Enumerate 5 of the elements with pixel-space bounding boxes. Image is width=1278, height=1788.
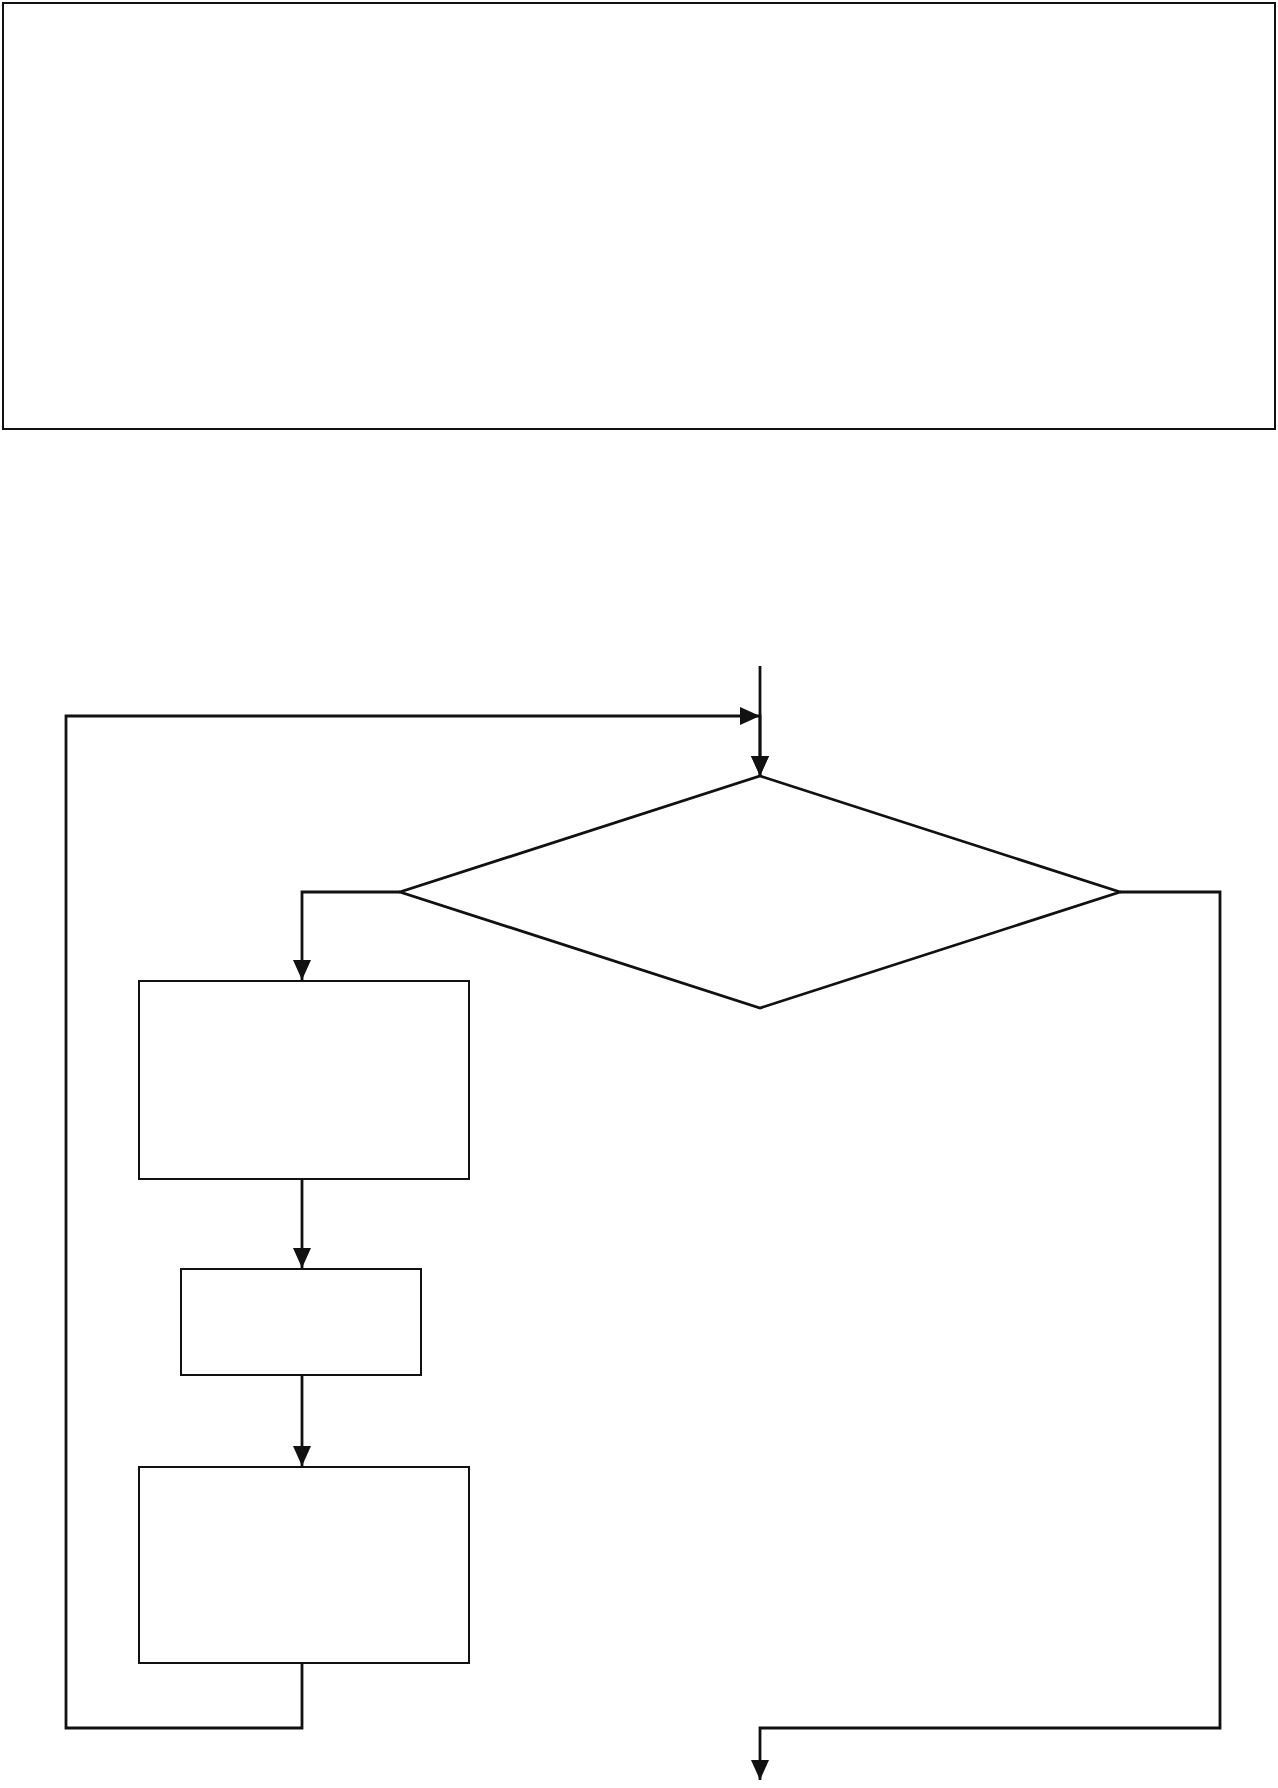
process-box: [138, 1466, 470, 1664]
process-box: [138, 980, 470, 1180]
process-box: [180, 1268, 422, 1376]
decision-diamond: [400, 776, 1120, 1008]
empty-box: [2, 2, 1276, 430]
